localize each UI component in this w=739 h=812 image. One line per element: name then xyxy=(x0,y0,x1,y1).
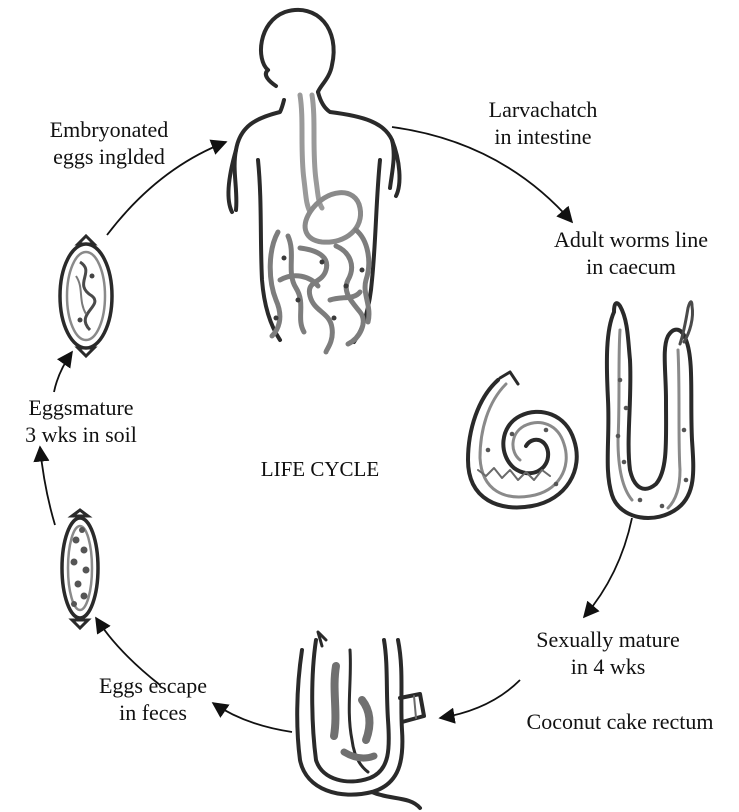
label-line: Sexually mature xyxy=(508,626,708,653)
label-line: eggs inglded xyxy=(16,143,202,170)
embryonated-egg-illustration xyxy=(60,236,112,356)
label-line: Larvachatch xyxy=(468,96,618,123)
arrow-egg-to-soil-label xyxy=(40,447,55,525)
label-line: 3 wks in soil xyxy=(0,421,162,448)
stage-label-adult-worms: Adult worms line in caecum xyxy=(536,226,726,280)
label-line: in 4 wks xyxy=(508,653,708,680)
adult-worms-illustration xyxy=(468,302,693,518)
stage-label-eggs-ingested: Embryonated eggs inglded xyxy=(16,116,202,170)
label-line: Eggsmature xyxy=(0,394,162,421)
stage-label-eggs-in-feces: Eggs escape in feces xyxy=(72,672,234,726)
arrow-worms-to-mature xyxy=(584,518,632,617)
rectum-illustration xyxy=(297,632,424,808)
label-line: in feces xyxy=(72,699,234,726)
stage-label-eggs-mature-soil: Eggsmature 3 wks in soil xyxy=(0,394,162,448)
stage-label-rectum: Coconut cake rectum xyxy=(504,708,736,735)
stage-label-sexually-mature: Sexually mature in 4 wks xyxy=(508,626,708,680)
label-line: Adult worms line xyxy=(536,226,726,253)
label-line: Coconut cake rectum xyxy=(504,708,736,735)
arrow-soil-to-embryo xyxy=(54,352,72,392)
human-body-illustration xyxy=(229,10,400,352)
label-line: in caecum xyxy=(536,253,726,280)
label-line: Embryonated xyxy=(16,116,202,143)
egg-in-feces-illustration xyxy=(62,510,98,628)
center-label: LIFE CYCLE xyxy=(230,456,410,483)
label-line: in intestine xyxy=(468,123,618,150)
label-line: Eggs escape xyxy=(72,672,234,699)
stage-label-larva-hatch: Larvachatch in intestine xyxy=(468,96,618,150)
diagram-center-title: LIFE CYCLE xyxy=(230,456,410,483)
